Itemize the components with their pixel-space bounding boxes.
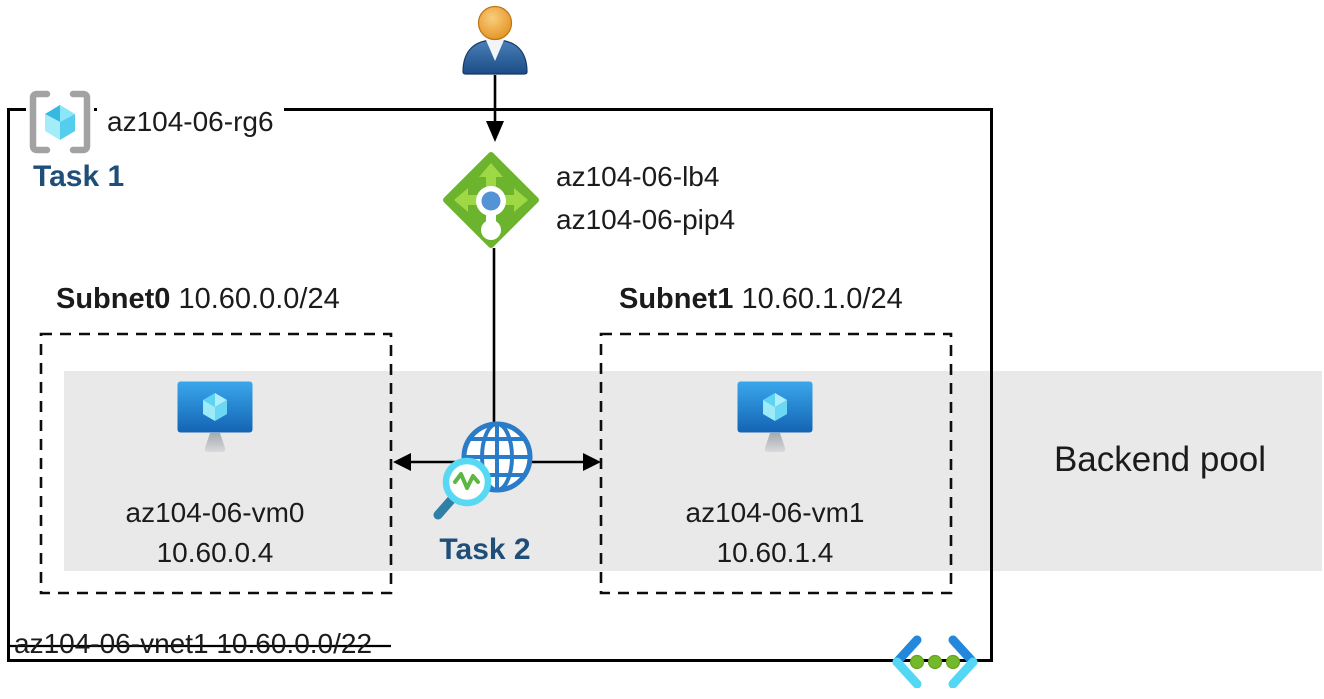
resource-group-name: az104-06-rg6	[97, 106, 284, 138]
vm0-labels: az104-06-vm0 10.60.0.4	[95, 493, 335, 573]
vnet-cidr: 10.60.0.0/22	[216, 628, 373, 659]
subnet1-cidr: 10.60.1.0/24	[741, 283, 903, 315]
vm1-icon	[737, 381, 813, 452]
vm1-labels: az104-06-vm1 10.60.1.4	[655, 493, 895, 573]
resource-group-border	[7, 108, 993, 662]
subnet0-dashed-border	[39, 332, 393, 595]
user-to-lb-arrowhead	[486, 121, 504, 142]
resource-group-icon	[26, 90, 94, 154]
right-arrowhead	[583, 453, 601, 471]
user-icon	[462, 5, 528, 75]
backend-pool-band	[64, 371, 1322, 571]
left-arrowhead	[393, 453, 411, 471]
load-balancer-name: az104-06-lb4	[556, 161, 720, 192]
subnet0-header: Subnet0 10.60.0.0/24	[56, 283, 340, 316]
subnet0-cidr: 10.60.0.0/24	[178, 283, 340, 315]
subnet1-dashed-border	[599, 332, 953, 595]
vm1-name: az104-06-vm1	[685, 497, 865, 528]
vm0-name: az104-06-vm0	[125, 497, 305, 528]
magnifier-icon	[433, 457, 492, 520]
subnet1-name: Subnet1	[619, 283, 734, 315]
task1-label: Task 1	[33, 160, 125, 193]
vnet-name: az104-06-vnet1	[14, 628, 209, 659]
public-ip-name: az104-06-pip4	[556, 204, 736, 235]
vm0-ip: 10.60.0.4	[156, 537, 274, 568]
subnet1-header: Subnet1 10.60.1.0/24	[619, 283, 903, 316]
load-balancer-labels: az104-06-lb4 az104-06-pip4	[556, 155, 735, 241]
load-balancer-icon	[443, 152, 539, 248]
vm0-icon	[177, 381, 253, 452]
virtual-network-icon	[892, 635, 978, 688]
task2-label: Task 2	[439, 533, 531, 566]
backend-pool-label: Backend pool	[1053, 440, 1267, 479]
vnet-label: az104-06-vnet1 10.60.0.0/22	[14, 628, 372, 660]
vm1-ip: 10.60.1.4	[716, 537, 834, 568]
subnet0-name: Subnet0	[56, 283, 171, 315]
health-probe-globe-icon	[433, 421, 533, 520]
